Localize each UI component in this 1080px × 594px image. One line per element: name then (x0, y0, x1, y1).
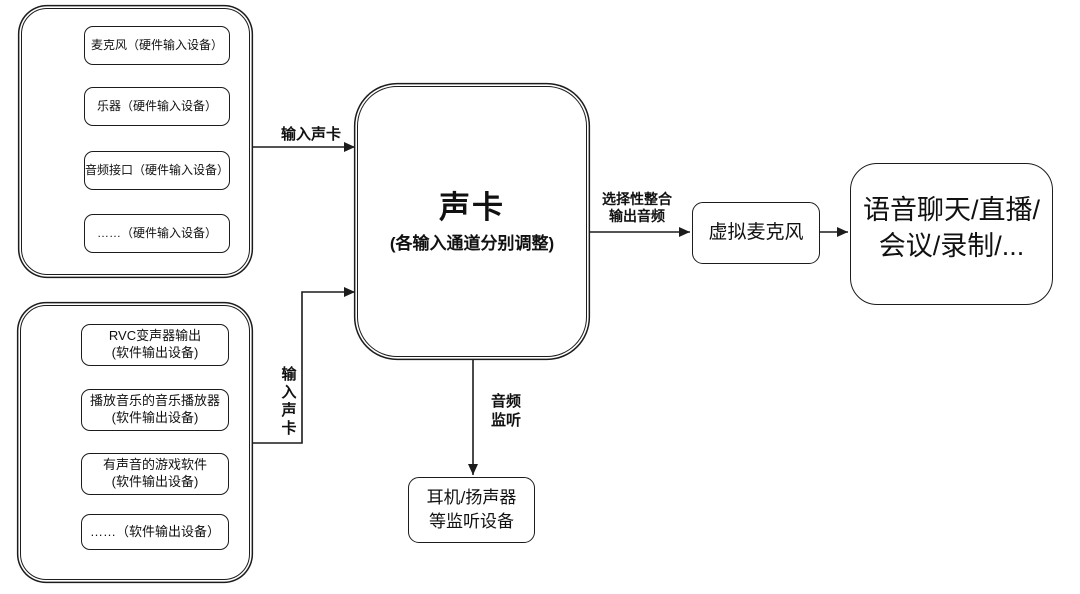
edge-label-selective-merge-output: 选择性整合 输出音频 (602, 191, 672, 224)
hardware-input-item-instrument: 乐器（硬件输入设备） (84, 87, 230, 126)
edge-label-input-soundcard-bottom: 输 入 声 卡 (281, 366, 297, 437)
hardware-input-item-microphone: 麦克风（硬件输入设备） (84, 26, 230, 65)
virtual-mic-node: 虚拟麦克风 (692, 202, 820, 264)
software-outputs-group: RVC变声器输出 (软件输出设备) 播放音乐的音乐播放器 (软件输出设备) 有声… (20, 305, 250, 580)
software-output-item-music-player: 播放音乐的音乐播放器 (软件输出设备) (81, 389, 229, 431)
hardware-inputs-group: 麦克风（硬件输入设备） 乐器（硬件输入设备） 音频接口（硬件输入设备） ……（硬… (21, 8, 250, 275)
edge-label-input-soundcard-top: 输入声卡 (280, 126, 341, 143)
hardware-input-item-others: ……（硬件输入设备） (84, 214, 230, 253)
edge-label-audio-monitor: 音频 监听 (490, 393, 521, 429)
sound-card-subtitle: (各输入通道分别调整) (389, 233, 555, 253)
hardware-input-item-audio-interface: 音频接口（硬件输入设备） (84, 151, 230, 190)
apps-node: 语音聊天/直播/ 会议/录制/... (850, 163, 1053, 305)
software-output-item-game: 有声音的游戏软件 (软件输出设备) (81, 453, 229, 495)
monitor-device-node: 耳机/扬声器 等监听设备 (408, 477, 535, 543)
software-output-item-others: ……（软件输出设备） (81, 514, 229, 550)
software-output-item-rvc: RVC变声器输出 (软件输出设备) (81, 324, 229, 366)
connector-software-to-card (250, 287, 355, 444)
sound-card-node: 声卡 (各输入通道分别调整) (357, 86, 587, 357)
sound-card-title: 声卡 (439, 190, 505, 226)
